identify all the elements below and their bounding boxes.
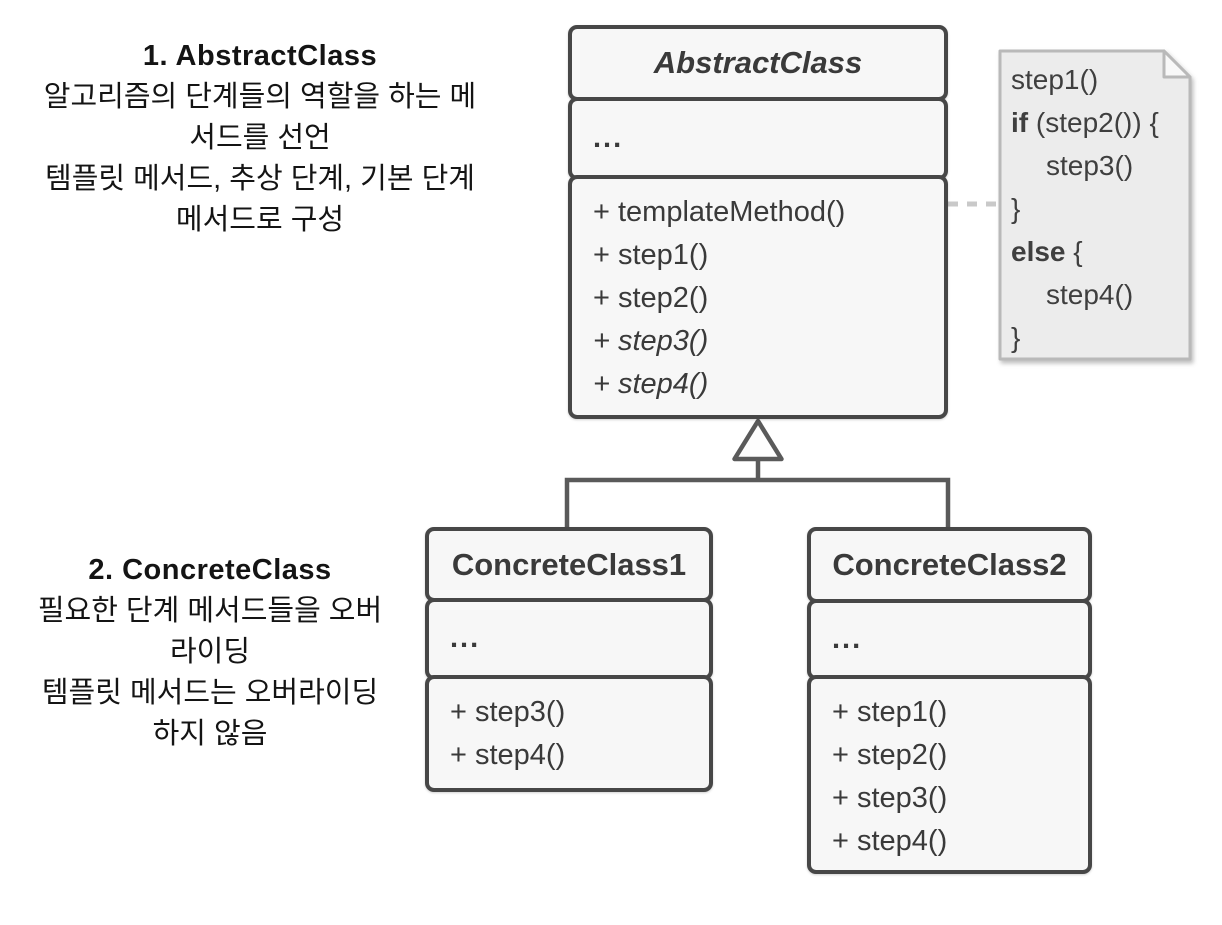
note-code-line: step1(): [1011, 58, 1193, 101]
annotation-abstractclass-line: 알고리즘의 단계들의 역할을 하는 메: [43, 81, 477, 113]
method-row: + step4(): [593, 368, 709, 400]
class-name-label: AbstractClass: [653, 45, 863, 80]
class-box-concreteclass1: ConcreteClass1 ... + step3() + step4(): [425, 527, 713, 792]
note-code-line: if (step2()) {: [1011, 101, 1193, 144]
annotation-concreteclass-title: 2. ConcreteClass: [88, 554, 332, 586]
methods-compartment: + step3() + step4(): [425, 675, 713, 792]
note-code-text: step3(): [1046, 150, 1134, 181]
inheritance-triangle-arrow-icon: [732, 418, 784, 462]
note-code-text: }: [1011, 322, 1021, 353]
annotation-abstractclass: 1. AbstractClass 알고리즘의 단계들의 역할을 하는 메 서드를…: [6, 36, 514, 241]
class-name-label: ConcreteClass2: [832, 547, 1067, 582]
methods-compartment: + templateMethod() + step1() + step2() +…: [568, 175, 948, 419]
annotation-concreteclass-line: 필요한 단계 메서드들을 오버: [37, 595, 383, 627]
note-keyword: if: [1011, 107, 1029, 138]
method-row: + step3(): [593, 325, 709, 357]
fields-compartment: ...: [425, 597, 713, 680]
fields-compartment: ...: [807, 598, 1092, 680]
annotation-concreteclass-line: 템플릿 메서드는 오버라이딩: [41, 677, 379, 709]
note-code-line: }: [1011, 316, 1193, 359]
inheritance-connector-lines: [564, 457, 951, 531]
fields-compartment: ...: [568, 96, 948, 180]
note-fold-corner-icon: [1162, 49, 1192, 79]
code-note: step1() if (step2()) { step3() } else { …: [997, 48, 1197, 366]
method-row: + step2(): [832, 739, 948, 771]
annotation-concreteclass-line: 하지 않음: [152, 718, 268, 750]
note-shape: [998, 49, 1192, 361]
class-box-abstractclass: AbstractClass ... + templateMethod() + s…: [568, 25, 948, 419]
fields-placeholder-label: ...: [450, 622, 481, 654]
class-name-label: ConcreteClass1: [451, 546, 687, 582]
method-row: + step2(): [593, 282, 709, 314]
note-code-line: step3(): [1011, 144, 1193, 187]
method-row: + step4(): [450, 739, 566, 771]
method-row: + step3(): [832, 782, 948, 814]
note-code-text: {: [1065, 236, 1083, 267]
annotation-abstractclass-line: 서드를 선언: [189, 122, 331, 154]
note-keyword: else: [1011, 236, 1066, 267]
method-row: + step1(): [832, 696, 948, 728]
note-code-text: step4(): [1046, 279, 1134, 310]
class-name-header: ConcreteClass1: [425, 527, 713, 602]
method-row: + step1(): [593, 239, 709, 271]
method-row: + templateMethod(): [593, 196, 846, 228]
note-code-text: (step2()) {: [1028, 107, 1159, 138]
method-row: + step4(): [832, 825, 948, 857]
note-code-line: else {: [1011, 230, 1193, 273]
class-name-header: ConcreteClass2: [807, 527, 1092, 603]
note-code-text: }: [1011, 193, 1021, 224]
fields-placeholder-label: ...: [832, 622, 863, 655]
note-code-text: step1(): [1011, 64, 1099, 95]
class-name-header: AbstractClass: [568, 25, 948, 101]
annotation-abstractclass-line: 메서드로 구성: [175, 204, 345, 236]
method-row: + step3(): [450, 696, 566, 728]
note-code-line: step4(): [1011, 273, 1193, 316]
note-code-lines: step1() if (step2()) { step3() } else { …: [997, 48, 1193, 359]
fields-placeholder-label: ...: [593, 121, 624, 154]
annotation-concreteclass-line: 라이딩: [169, 636, 251, 668]
note-code-line: }: [1011, 187, 1193, 230]
annotation-concreteclass: 2. ConcreteClass 필요한 단계 메서드들을 오버 라이딩 템플릿…: [0, 550, 420, 755]
methods-compartment: + step1() + step2() + step3() + step4(): [807, 675, 1092, 874]
annotation-abstractclass-title: 1. AbstractClass: [142, 40, 378, 72]
class-box-concreteclass2: ConcreteClass2 ... + step1() + step2() +…: [807, 527, 1092, 874]
note-outline: [998, 49, 1192, 361]
annotation-abstractclass-line: 템플릿 메서드, 추상 단계, 기본 단계: [45, 163, 475, 195]
